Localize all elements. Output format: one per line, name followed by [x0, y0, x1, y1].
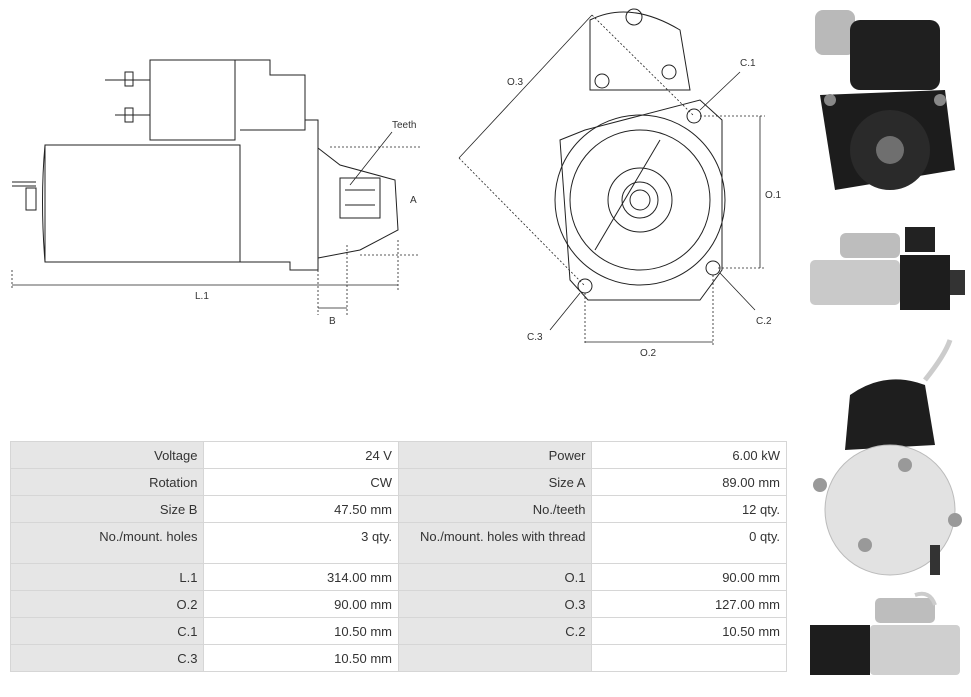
front-view-drawing: O.3 C.1 O.1 C.2 O.2 C.3 — [458, 8, 782, 359]
spec-label: Power — [397, 441, 593, 469]
dim-c1-label: C.1 — [740, 58, 756, 69]
dim-o3-label: O.3 — [507, 77, 524, 88]
motor-body-outline — [44, 144, 241, 263]
solenoid-outline — [149, 59, 236, 141]
spec-label: C.3 — [9, 644, 205, 672]
spec-value: 90.00 mm — [203, 590, 399, 618]
spec-value: 10.50 mm — [591, 617, 787, 645]
spec-value: 12 qty. — [591, 495, 787, 523]
spec-value: 90.00 mm — [591, 563, 787, 591]
spec-label: O.3 — [397, 590, 593, 618]
dim-c3-label: C.3 — [527, 332, 543, 343]
flange-outline — [559, 99, 723, 301]
spec-label: No./teeth — [397, 495, 593, 523]
dim-o2-label: O.2 — [640, 348, 657, 359]
spec-value: 47.50 mm — [203, 495, 399, 523]
spec-label: Voltage — [9, 441, 205, 469]
dim-c2-label: C.2 — [756, 316, 772, 327]
spec-label: Size B — [9, 495, 205, 523]
dim-a-label: A — [410, 195, 417, 206]
spec-value: 24 V — [203, 441, 399, 469]
spec-label — [397, 644, 593, 672]
spec-value: 127.00 mm — [591, 590, 787, 618]
spec-value: CW — [203, 468, 399, 496]
spec-label: Size A — [397, 468, 593, 496]
spec-value: 3 qty. — [203, 522, 399, 564]
dim-o1-label: O.1 — [765, 190, 782, 201]
spec-value — [591, 644, 787, 672]
spec-label: C.1 — [9, 617, 205, 645]
spec-label: No./mount. holes with thread — [397, 522, 593, 564]
spec-label: O.2 — [9, 590, 205, 618]
spec-label: No./mount. holes — [9, 522, 205, 564]
spec-label: Rotation — [9, 468, 205, 496]
spec-value: 314.00 mm — [203, 563, 399, 591]
product-photo-front — [805, 0, 971, 205]
dim-l1-label: L.1 — [195, 291, 209, 302]
product-photo-side-1 — [805, 215, 971, 330]
spec-label: C.2 — [397, 617, 593, 645]
spec-label: O.1 — [397, 563, 593, 591]
spec-label: L.1 — [9, 563, 205, 591]
spec-value: 0 qty. — [591, 522, 787, 564]
spec-value: 89.00 mm — [591, 468, 787, 496]
spec-value: 10.50 mm — [203, 617, 399, 645]
teeth-label: Teeth — [392, 120, 416, 131]
spec-value: 10.50 mm — [203, 644, 399, 672]
side-view-drawing: Teeth A L.1 B — [11, 59, 420, 327]
product-photo-rear — [805, 335, 971, 580]
dim-b-label: B — [329, 316, 336, 327]
spec-value: 6.00 kW — [591, 441, 787, 469]
product-photo-side-2 — [805, 590, 971, 692]
